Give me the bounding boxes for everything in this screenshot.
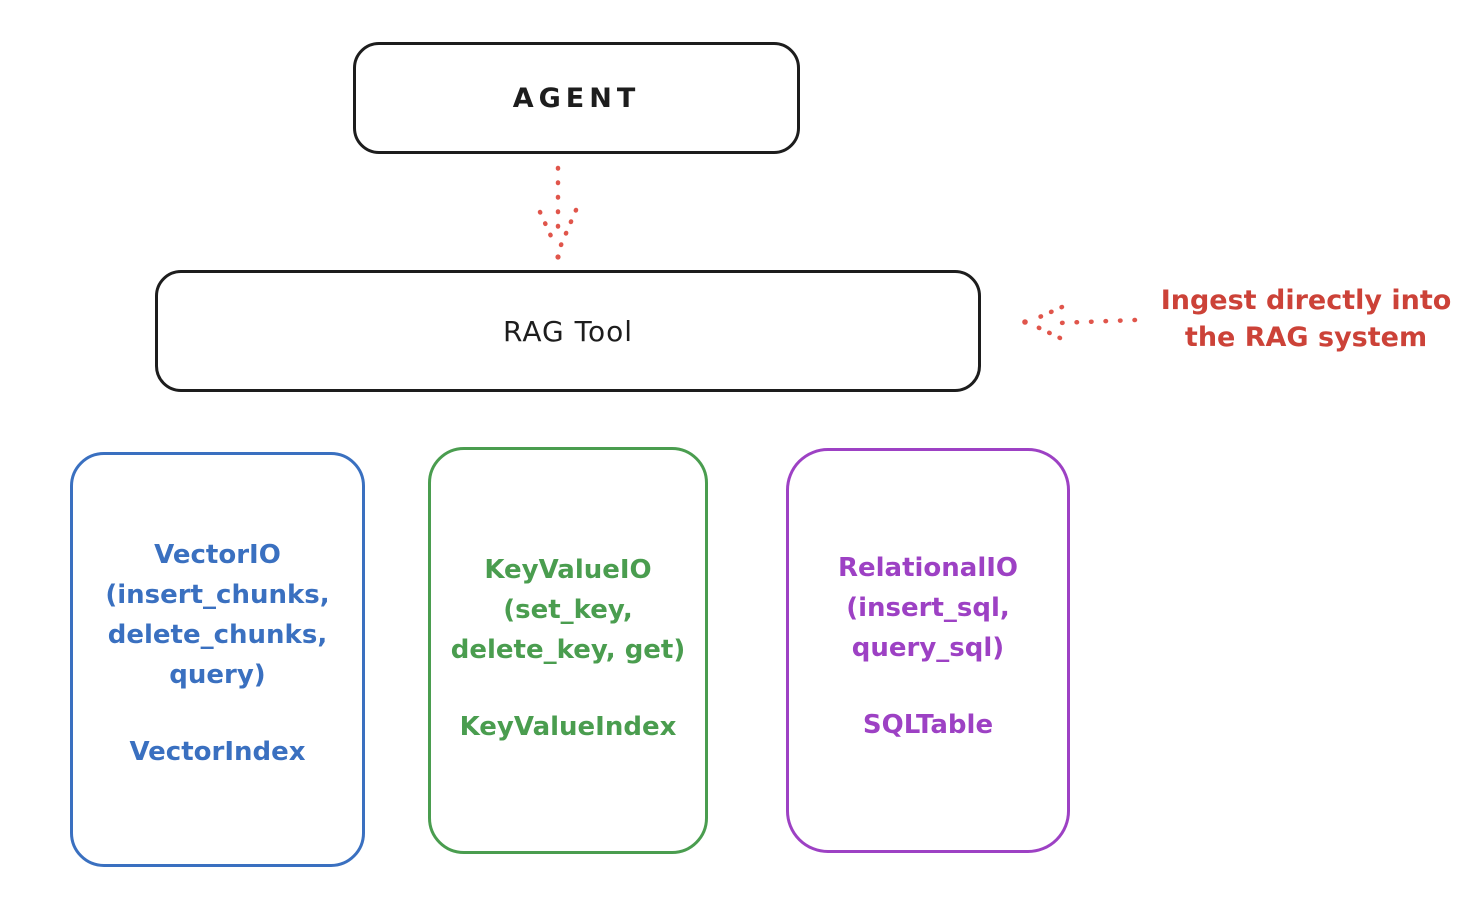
vector-io-box: VectorIO (insert_chunks, delete_chunks, … xyxy=(70,452,365,867)
ingest-annotation-line2: the RAG system xyxy=(1184,322,1428,353)
ingest-annotation: Ingest directly into the RAG system xyxy=(1130,282,1482,356)
vector-index-label: VectorIndex xyxy=(129,737,306,767)
relational-io-params-line1: (insert_sql, xyxy=(846,593,1010,623)
agent-to-rag-arrow xyxy=(537,165,579,260)
keyvalue-io-title: KeyValueIO xyxy=(484,555,652,585)
vector-io-params-line3: query) xyxy=(169,660,266,690)
rag-tool-box-label: RAG Tool xyxy=(503,314,633,348)
agent-box-label: AGENT xyxy=(512,82,641,114)
annotation-to-rag-arrow xyxy=(1022,304,1138,341)
relational-io-box: RelationalIO (insert_sql, query_sql) SQL… xyxy=(786,448,1070,853)
rag-tool-box: RAG Tool xyxy=(155,270,981,392)
keyvalue-io-params-line1: (set_key, xyxy=(503,595,633,625)
keyvalue-io-box: KeyValueIO (set_key, delete_key, get) Ke… xyxy=(428,447,708,854)
keyvalue-io-params-line2: delete_key, get) xyxy=(450,635,686,665)
agent-box: AGENT xyxy=(353,42,800,154)
relational-io-title: RelationalIO xyxy=(837,553,1019,583)
vector-io-params-line1: (insert_chunks, xyxy=(105,580,330,610)
vector-io-params-line2: delete_chunks, xyxy=(107,620,328,650)
ingest-annotation-line1: Ingest directly into xyxy=(1160,285,1452,316)
relational-io-params-line2: query_sql) xyxy=(851,633,1005,663)
sql-table-label: SQLTable xyxy=(862,710,994,740)
vector-io-title: VectorIO xyxy=(154,540,281,570)
keyvalue-index-label: KeyValueIndex xyxy=(459,712,677,742)
